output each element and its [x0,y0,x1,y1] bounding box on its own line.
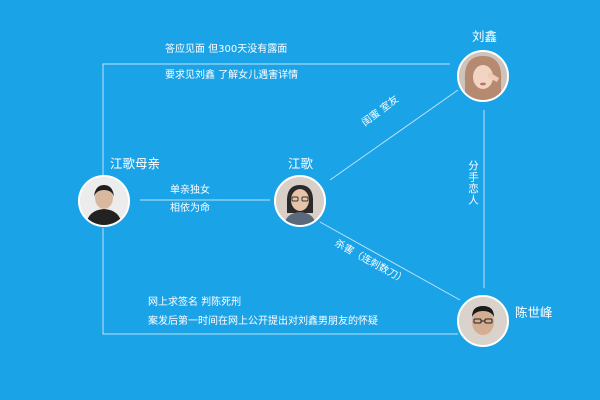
line-mother-liuxin [102,63,450,178]
line-mother-chenshifeng [102,228,458,335]
line-jiangge-chenshifeng [319,221,461,301]
chenshifeng-name: 陈世峰 [515,305,553,320]
liuxin-name: 刘鑫 [472,29,498,44]
mother-chenshifeng-label-1: 网上求签名 判陈死刑 [148,297,242,308]
mother-jiangge-label-2: 相依为命 [170,203,210,214]
chenshifeng-avatar [457,295,509,347]
jiangge-name: 江歌 [288,156,314,171]
mother-liuxin-label-2: 要求见刘鑫 了解女儿遇害详情 [165,70,299,81]
mother-name: 江歌母亲 [110,156,161,171]
mother-avatar [78,175,130,227]
liuxin-avatar [457,50,509,102]
mother-liuxin-label-1: 答应见面 但300天没有露面 [165,44,288,55]
line-jiangge-liuxin [329,89,459,181]
mother-jiangge-label-1: 单亲独女 [170,185,210,196]
liuxin-chenshifeng-label: 分手恋人 [467,160,479,206]
mother-chenshifeng-label-2: 案发后第一时间在网上公开提出对刘鑫男朋友的怀疑 [148,316,378,327]
jiangge-avatar [274,175,326,227]
